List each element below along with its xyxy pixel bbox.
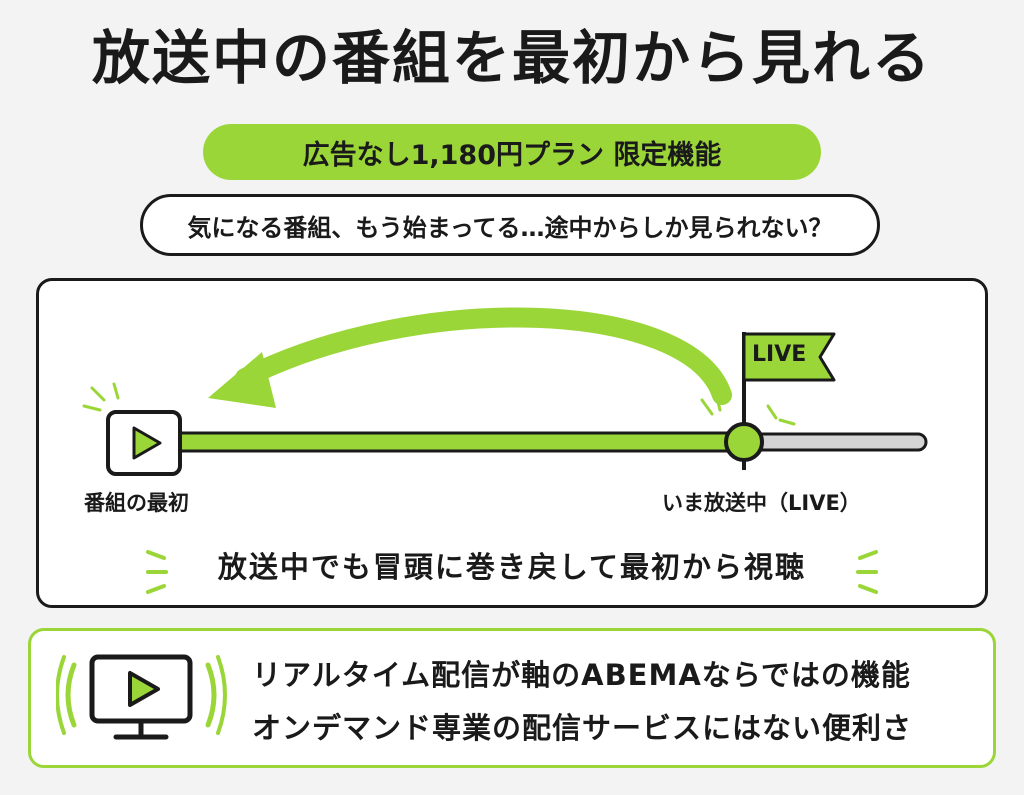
sparkle-icon bbox=[82, 382, 120, 412]
sparkle-icon bbox=[146, 550, 878, 594]
timeline-caption: 放送中でも冒頭に巻き戻して最初から視聴 bbox=[217, 550, 807, 584]
feature-note-line-2: オンデマンド専業の配信サービスにはない便利さ bbox=[252, 711, 913, 745]
speech-bubble-text: 気になる番組、もう始まってる…途中からしか見られない？ bbox=[187, 213, 833, 242]
sparkle-icon bbox=[700, 392, 796, 426]
plan-badge-label: 広告なし1,180円プラン 限定機能 bbox=[302, 139, 722, 171]
rewind-arrow bbox=[235, 307, 732, 405]
live-flag bbox=[742, 332, 836, 382]
feature-note-line-1: リアルタイム配信が軸のABEMAならではの機能 bbox=[252, 658, 911, 692]
live-marker bbox=[724, 422, 764, 462]
play-icon bbox=[106, 410, 182, 476]
page-title: 放送中の番組を最初から見れる bbox=[91, 24, 932, 92]
timeline-live-label: いま放送中（LIVE） bbox=[662, 491, 861, 515]
rewind-arrow-head bbox=[208, 352, 276, 408]
speech-bubble: 気になる番組、もう始まってる…途中からしか見られない？ bbox=[140, 194, 880, 256]
plan-badge: 広告なし1,180円プラン 限定機能 bbox=[203, 124, 821, 180]
timeline-start-label: 番組の最初 bbox=[84, 491, 189, 515]
tv-play-icon bbox=[56, 654, 227, 740]
live-flag-label: LIVE bbox=[752, 342, 807, 367]
timeline-progress-track bbox=[174, 431, 750, 453]
